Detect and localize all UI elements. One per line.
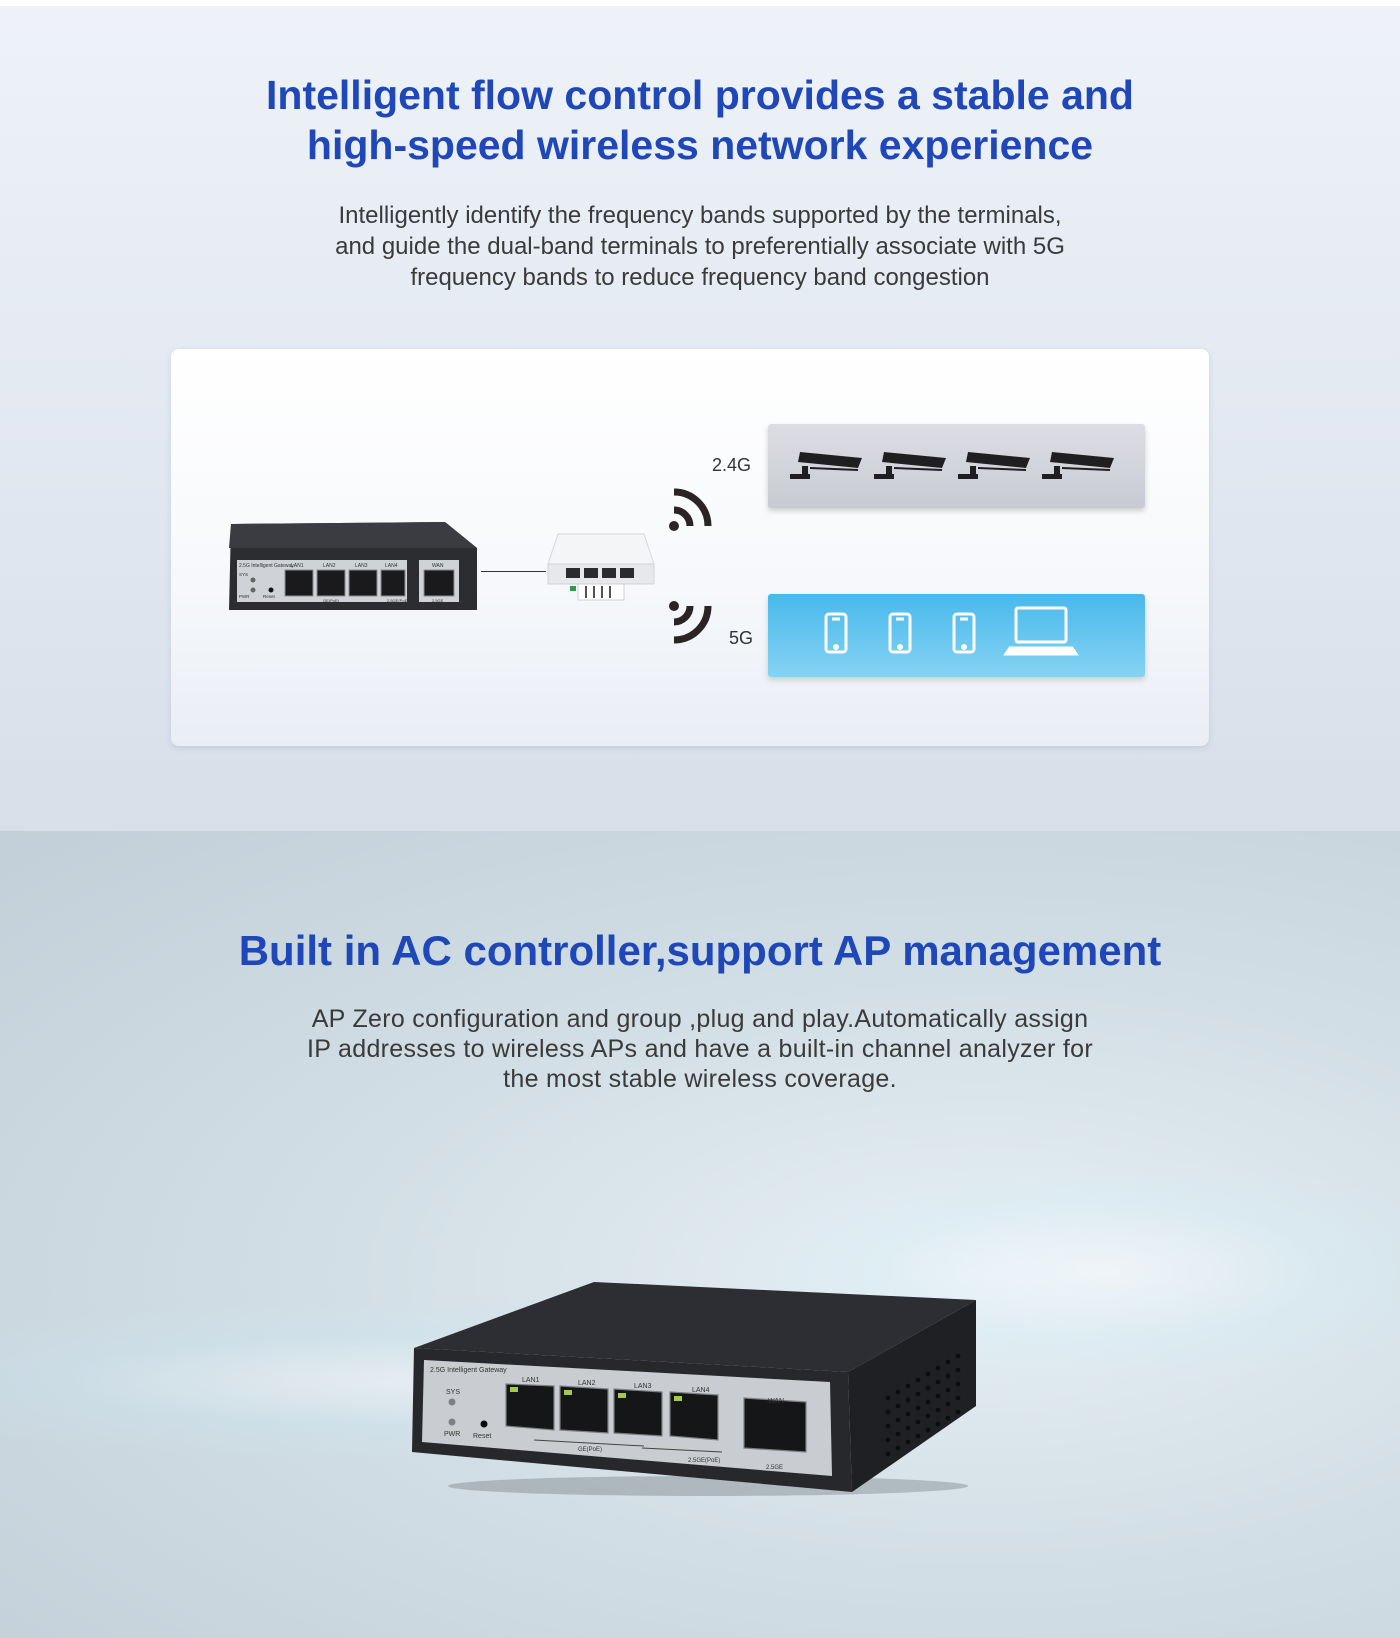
- gateway-small-group: 2.5GE: [432, 598, 444, 603]
- ethernet-cable-line: [481, 571, 546, 572]
- gateway-small-model: 2.5G Intelligent Gateway: [239, 563, 294, 569]
- top-strip: [0, 0, 1400, 6]
- port-lan4-label: LAN4: [692, 1387, 710, 1394]
- gateway-small-port-label: LAN2: [323, 563, 336, 569]
- smartphone-icon: [824, 612, 848, 654]
- wifi-signal-24g-icon: [669, 488, 712, 531]
- reset-label: Reset: [473, 1433, 491, 1440]
- gateway-small-indicator: Reset: [263, 594, 276, 599]
- ac-controller-desc-line3: the most stable wireless coverage.: [503, 1065, 897, 1093]
- flow-control-desc-line1: Intelligently identify the frequency ban…: [338, 202, 1062, 229]
- security-camera-icon: [874, 452, 946, 479]
- gateway-small-group: 2.5GE(PoE): [387, 598, 409, 603]
- flow-control-desc-line3: frequency bands to reduce frequency band…: [410, 264, 990, 291]
- indicator-sys-label: SYS: [446, 1389, 460, 1396]
- client-device-row: [824, 606, 1079, 656]
- wifi-signal-5g-icon: [669, 601, 712, 644]
- band-24g-label: 2.4G: [712, 455, 752, 475]
- security-camera-icon: [1042, 452, 1114, 479]
- gateway-small-indicator: PWR: [239, 594, 250, 599]
- gateway-small-port-label: LAN4: [385, 563, 398, 569]
- ac-controller-title: Built in AC controller,support AP manage…: [238, 927, 1162, 974]
- gateway-small-port-label: LAN3: [355, 563, 368, 569]
- panel-ap-image: [547, 533, 655, 601]
- flow-control-title-line2: high-speed wireless network experience: [306, 122, 1094, 168]
- gateway-device-image: 2.5G Intelligent Gateway SYS PWR Reset L…: [412, 1282, 976, 1496]
- flow-control-title-line1: Intelligent flow control provides a stab…: [266, 72, 1134, 118]
- laptop-icon: [1003, 606, 1079, 656]
- group-25ge-poe-label: 2.5GE(PoE): [688, 1458, 720, 1464]
- group-ge-poe-label: GE(PoE): [578, 1447, 602, 1453]
- gateway-small-port-label: WAN: [432, 563, 444, 569]
- port-wan-label: WAN: [768, 1398, 784, 1405]
- gateway-model-label: 2.5G Intelligent Gateway: [430, 1367, 507, 1374]
- indicator-pwr-label: PWR: [444, 1431, 460, 1438]
- flow-control-desc-line2: and guide the dual-band terminals to pre…: [335, 233, 1065, 260]
- security-camera-icon: [790, 452, 862, 479]
- band-24g-devices-box: [768, 424, 1145, 508]
- port-lan1-label: LAN1: [522, 1377, 540, 1384]
- band-5g-label: 5G: [729, 628, 754, 648]
- gateway-small-port-label: LAN1: [291, 563, 304, 569]
- port-lan2-label: LAN2: [578, 1380, 596, 1387]
- gateway-small-indicator: SYS: [239, 572, 248, 577]
- gateway-small-group: GE(PoE): [323, 598, 340, 603]
- security-camera-icon: [958, 452, 1030, 479]
- smartphone-icon: [952, 612, 976, 654]
- ac-controller-desc-line2: IP addresses to wireless APs and have a …: [307, 1035, 1093, 1063]
- band-5g-devices-box: [768, 594, 1145, 677]
- smartphone-icon: [888, 612, 912, 654]
- ac-controller-desc-line1: AP Zero configuration and group ,plug an…: [311, 1005, 1089, 1033]
- camera-row: [790, 452, 1114, 479]
- gateway-small-image: 2.5G Intelligent Gateway LAN1 LAN2 LAN3 …: [229, 522, 477, 610]
- group-25ge-label: 2.5GE: [766, 1465, 783, 1471]
- port-lan3-label: LAN3: [634, 1383, 652, 1390]
